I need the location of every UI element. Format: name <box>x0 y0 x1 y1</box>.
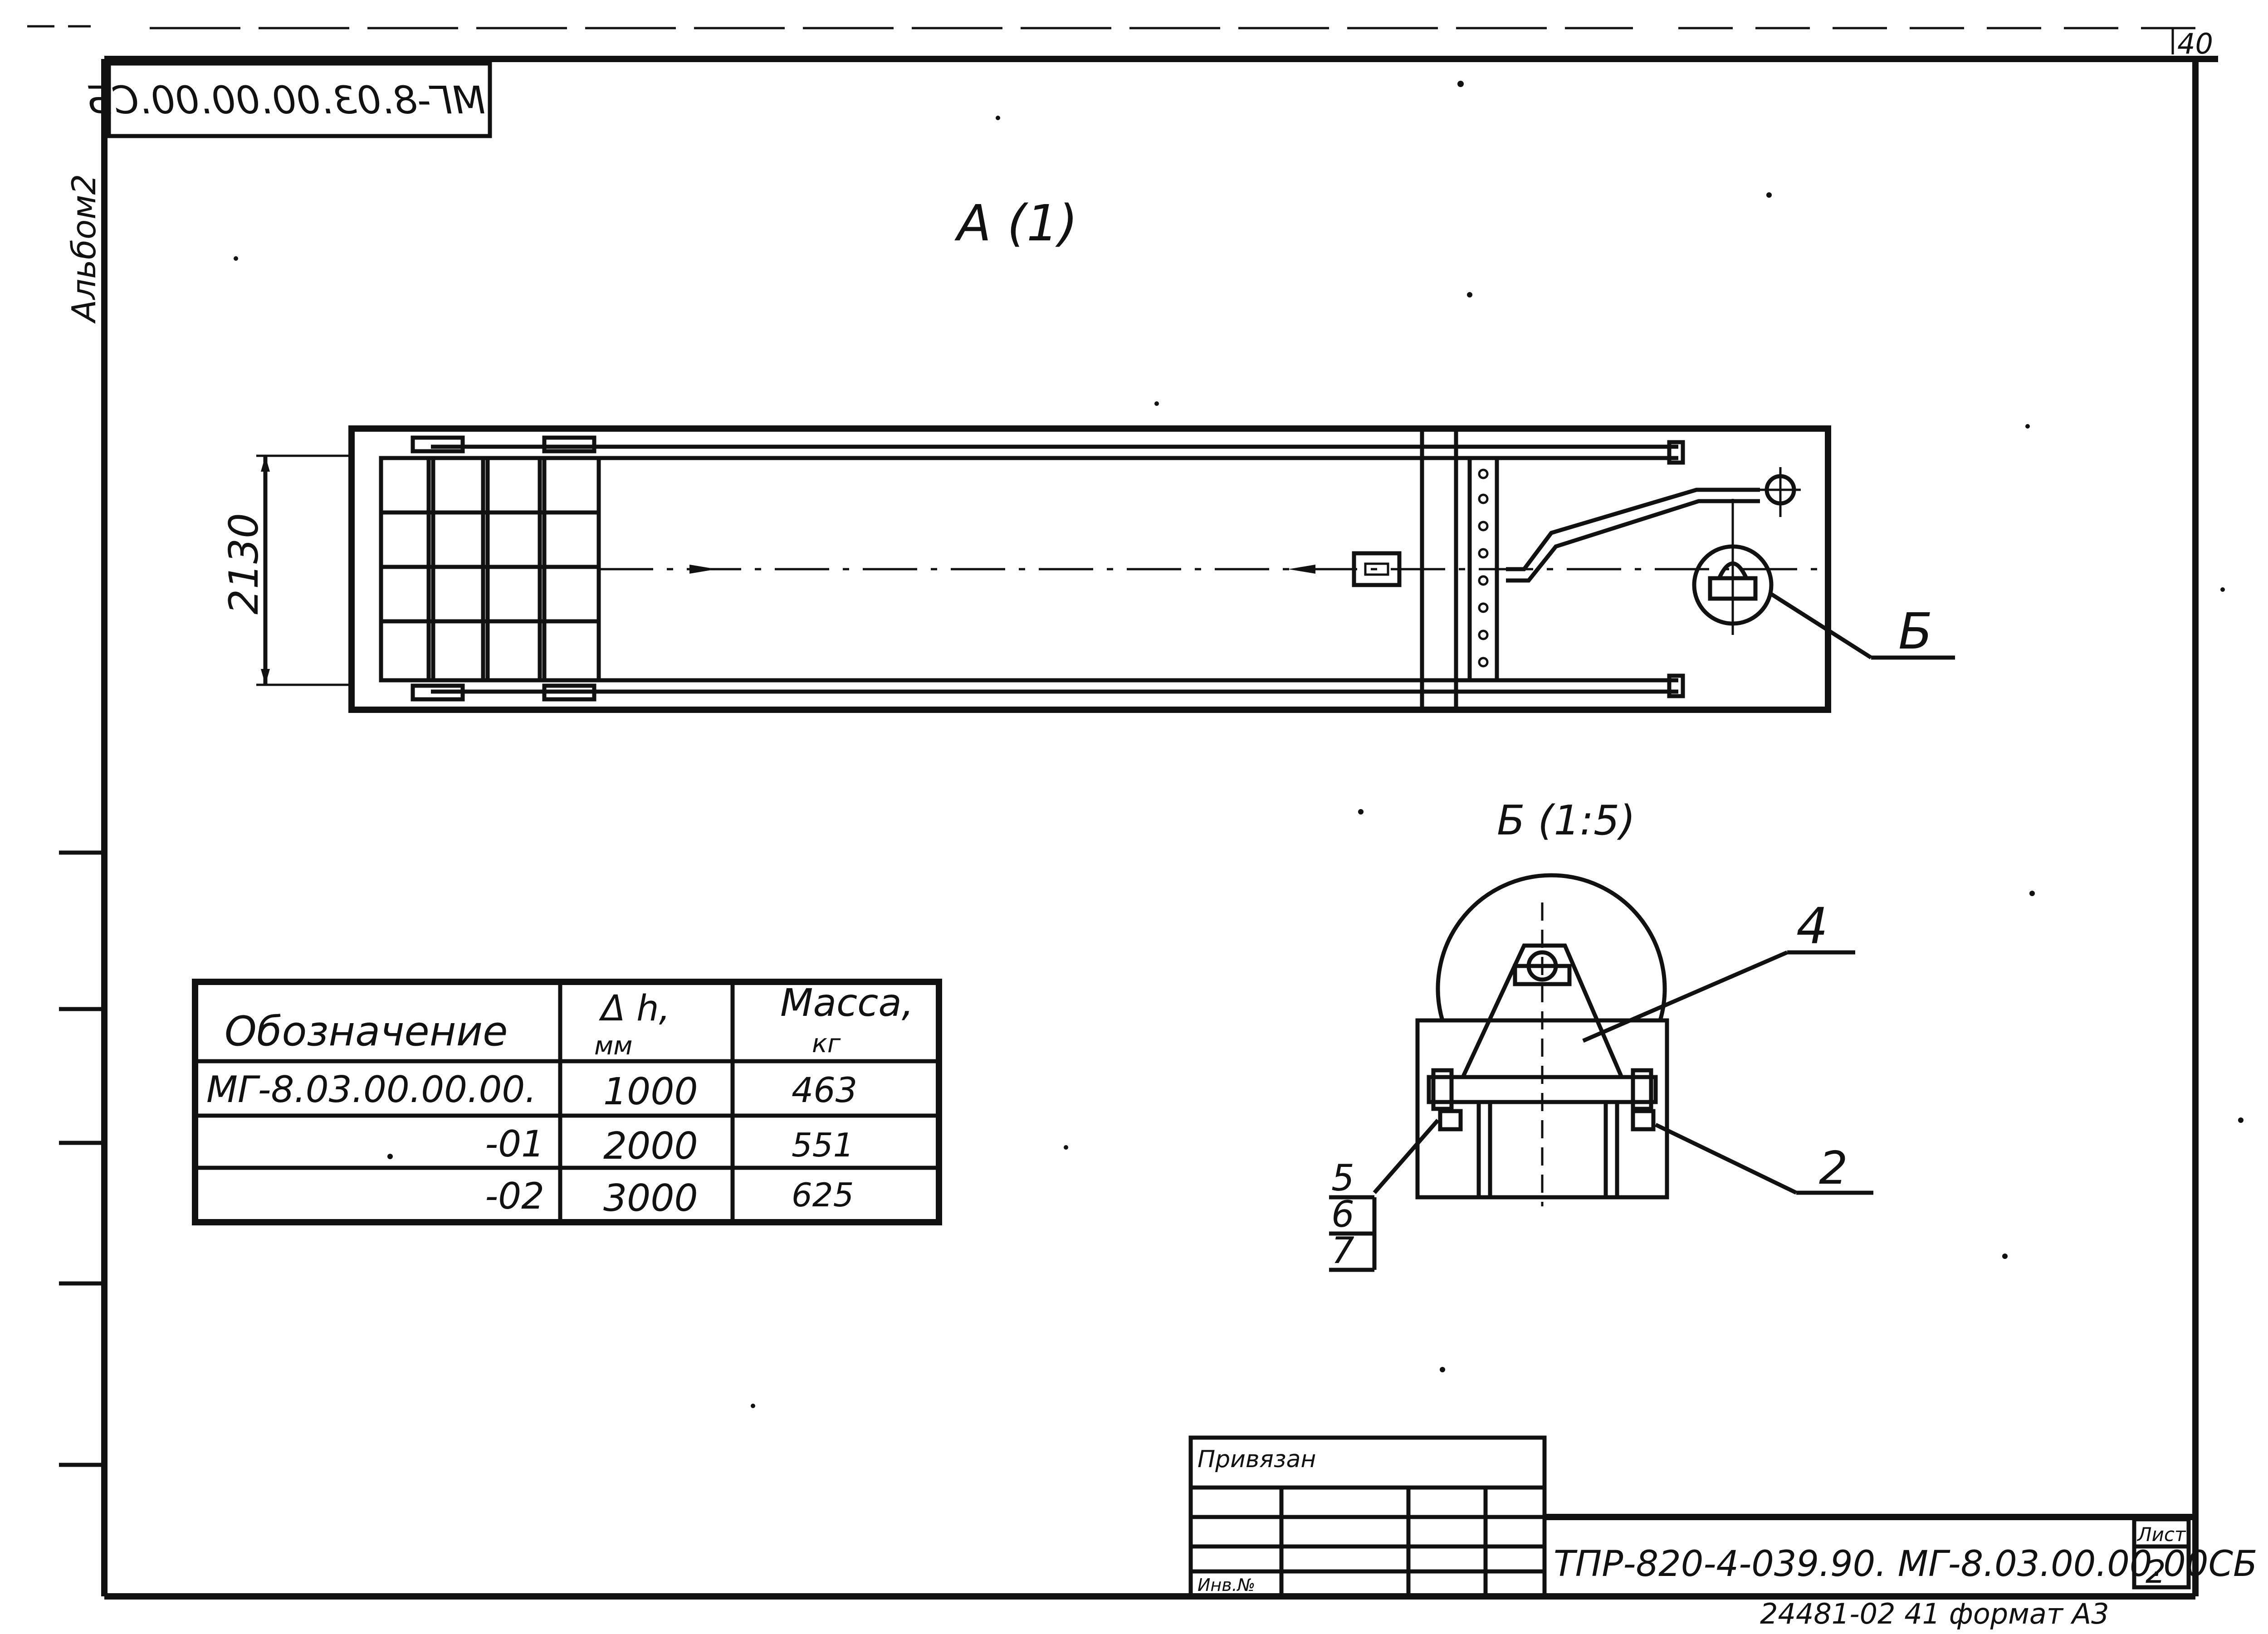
row-1-delta-h: 1000 <box>603 1070 698 1113</box>
designation-table <box>192 979 942 1225</box>
detail-view-label: Б (1:5) <box>1497 797 1635 844</box>
table-header-delta-h: Δ h, <box>599 988 670 1029</box>
stamp-code-mirrored: МГ-8.03.00.00.00.СБ <box>86 78 485 122</box>
table-header-designation: Обозначение <box>225 1008 508 1055</box>
table-header-mass: Масса, <box>780 980 914 1025</box>
table-row: -02 3000 625 <box>485 1175 854 1220</box>
album-label: Альбом2 <box>65 174 103 324</box>
sheet-label: Лист <box>2136 1523 2186 1546</box>
footer-text: 24481-02 41 формат А3 <box>1760 1597 2109 1630</box>
row-3-designation: -02 <box>485 1175 544 1217</box>
callout-6: 6 <box>1331 1193 1354 1235</box>
callout-4: 4 <box>1796 897 1828 955</box>
row-3-mass: 625 <box>792 1176 854 1214</box>
page-number: 40 <box>2177 27 2213 60</box>
table-header-delta-h-unit: мм <box>594 1031 633 1061</box>
callout-b: Б <box>1898 602 1932 660</box>
callout-7: 7 <box>1331 1229 1354 1272</box>
title-block <box>1188 1435 2195 1599</box>
table-row: МГ-8.03.00.00.00. 1000 463 <box>206 1068 857 1113</box>
dimension-2130: 2130 <box>220 513 267 615</box>
callout-2: 2 <box>1819 1141 1848 1195</box>
row-1-mass: 463 <box>792 1070 857 1110</box>
row-2-mass: 551 <box>792 1126 854 1164</box>
sheet-number: 2 <box>2146 1553 2166 1590</box>
row-2-designation: -01 <box>485 1123 544 1165</box>
detail-view <box>1329 873 1873 1272</box>
mirrored-stamp: МГ-8.03.00.00.00.СБ <box>86 61 492 138</box>
row-1-designation: МГ-8.03.00.00.00. <box>206 1068 537 1111</box>
row-3-delta-h: 3000 <box>603 1177 698 1220</box>
document-code: ТПР-820-4-039.90. МГ-8.03.00.00.00СБ <box>1554 1544 2257 1585</box>
table-row: -01 2000 551 <box>485 1123 854 1168</box>
plan-view <box>256 425 1955 713</box>
callout-5: 5 <box>1331 1157 1354 1199</box>
table-header-mass-unit: кг <box>812 1029 841 1058</box>
bound-label: Привязан <box>1198 1446 1316 1473</box>
plan-view-label: А (1) <box>954 194 1078 252</box>
scan-specks <box>234 81 2244 1408</box>
inventory-label: Инв.№ <box>1198 1575 1255 1595</box>
row-2-delta-h: 2000 <box>603 1125 698 1168</box>
drawing-frame <box>27 25 2218 1600</box>
